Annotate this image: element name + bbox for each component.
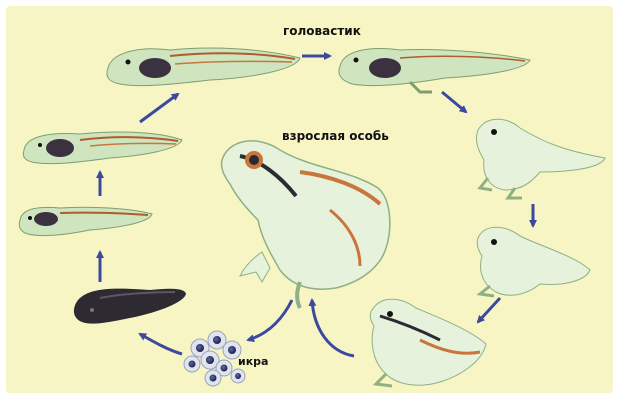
young-frog xyxy=(477,227,590,296)
tadpole-with-legs xyxy=(339,49,530,92)
tadpole-label: головастик xyxy=(283,24,361,38)
embryo-larva xyxy=(74,289,186,324)
large-tadpole xyxy=(107,48,300,86)
arrow-adult-to-eggs xyxy=(248,300,292,340)
small-tadpole xyxy=(19,207,152,235)
arrow-eggs-to-embryo xyxy=(140,334,182,354)
adult-frog xyxy=(221,141,389,308)
arrow-young-to-juvenile xyxy=(478,298,500,322)
froglet-with-tail xyxy=(476,119,605,198)
arrow-legged-to-froglet xyxy=(442,92,466,112)
adult-label: взрослая особь xyxy=(282,129,389,143)
juvenile-frog xyxy=(370,299,486,386)
arrow-juvenile-to-adult xyxy=(312,300,354,356)
egg-cluster xyxy=(184,331,245,386)
arrow-gilled-to-large xyxy=(140,94,178,122)
eggs-label: икра xyxy=(238,355,268,368)
gilled-tadpole xyxy=(23,132,182,164)
